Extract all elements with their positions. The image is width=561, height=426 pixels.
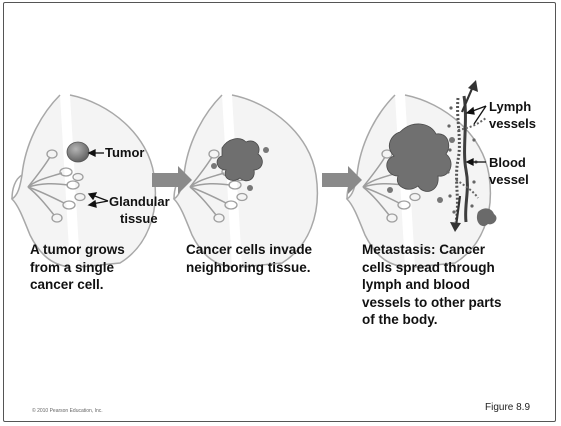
lymph-node-blob (477, 208, 497, 226)
blood-vessel-label-line1: Blood (489, 155, 526, 171)
tumor-mass (67, 142, 89, 162)
lymph-vessels-label-line1: Lymph (489, 99, 531, 115)
caption-stage-2: Cancer cells invade neighboring tissue. (186, 241, 312, 276)
blood-vessel-label-line2: vessel (489, 172, 529, 188)
glandular-tissue-label-line2: tissue (120, 211, 158, 227)
caption-stage-3: Metastasis: Cancer cells spread through … (362, 241, 502, 329)
copyright-notice: © 2010 Pearson Education, Inc. (32, 408, 103, 414)
lymph-vessels-label-line2: vessels (489, 116, 536, 132)
glandular-tissue-label-line1: Glandular (109, 194, 170, 210)
tumor-label: Tumor (105, 145, 144, 161)
figure-number: Figure 8.9 (485, 402, 530, 413)
caption-stage-1: A tumor grows from a single cancer cell. (30, 241, 125, 294)
